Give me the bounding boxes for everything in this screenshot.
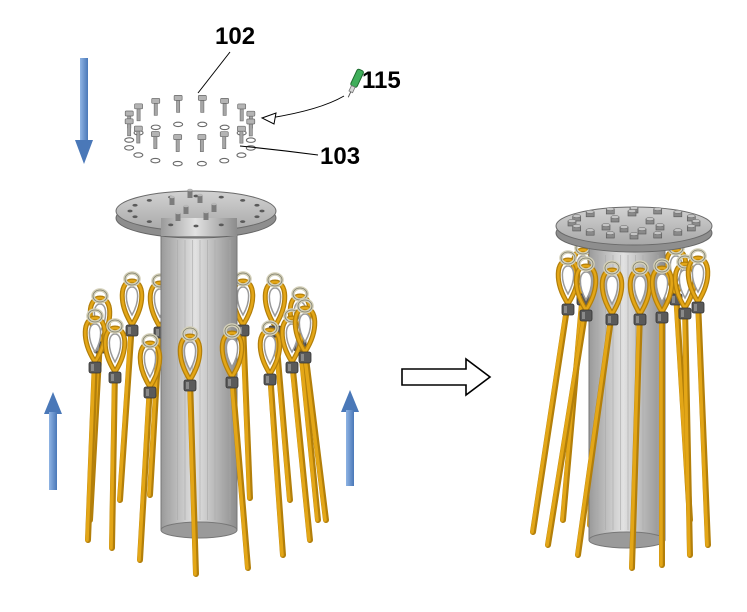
label-102: 102	[215, 23, 255, 50]
arrow-up-icon	[341, 390, 359, 486]
bolt-icon	[134, 103, 143, 122]
bolt-icon	[151, 131, 160, 149]
bolt-icon	[173, 95, 183, 113]
bolt-icon	[237, 103, 247, 122]
r-tendon-front-3	[627, 260, 653, 571]
bolt-icon	[197, 134, 207, 152]
bolt-icon	[220, 98, 229, 116]
tendon-front-2	[137, 333, 163, 563]
right-assembly	[530, 206, 713, 571]
leader-103	[239, 145, 319, 156]
bolt-icon	[219, 131, 229, 149]
bolt-icon	[237, 125, 246, 144]
bolt-icon	[124, 118, 134, 137]
bolt-icon	[246, 118, 256, 137]
left-top-plate	[115, 188, 277, 239]
bolt-icon	[133, 125, 143, 144]
right-top-plate	[555, 206, 713, 253]
label-115: 115	[362, 67, 401, 94]
tendon-front-0	[82, 308, 108, 543]
r-tendon-front-1	[545, 256, 599, 548]
left-assembly	[82, 188, 329, 577]
tendon-front-7	[292, 298, 329, 523]
arrow-up-icon	[44, 392, 62, 490]
leader-115	[269, 95, 345, 119]
bolt-icon	[151, 97, 161, 116]
bolt-ring	[124, 95, 256, 152]
arrow-right-outline-icon	[401, 357, 492, 397]
tendon-back-0	[117, 271, 145, 503]
washer-ring	[124, 121, 256, 167]
r-tendon-front-4	[649, 258, 675, 568]
tendon-front-5	[257, 320, 286, 558]
bolt-icon	[173, 134, 183, 152]
tendon-front-4	[219, 323, 251, 571]
label-103: 103	[320, 143, 360, 170]
left-column	[160, 224, 238, 539]
left-front-tendons	[82, 298, 329, 577]
r-tendon-front-5	[672, 254, 698, 558]
right-front-tendons	[530, 248, 711, 571]
leader-102	[197, 51, 231, 94]
applicator-icon	[347, 68, 364, 98]
leader-115-arrowhead	[260, 112, 277, 125]
tendon-front-1	[102, 318, 128, 551]
tendon-front-3	[177, 326, 203, 577]
arrow-down-icon	[75, 58, 93, 164]
r-tendon-front-2	[575, 260, 625, 558]
bolt-icon	[197, 95, 207, 113]
bolt-set	[124, 95, 256, 167]
leader-lines	[197, 51, 345, 156]
r-tendon-front-6	[685, 248, 711, 548]
